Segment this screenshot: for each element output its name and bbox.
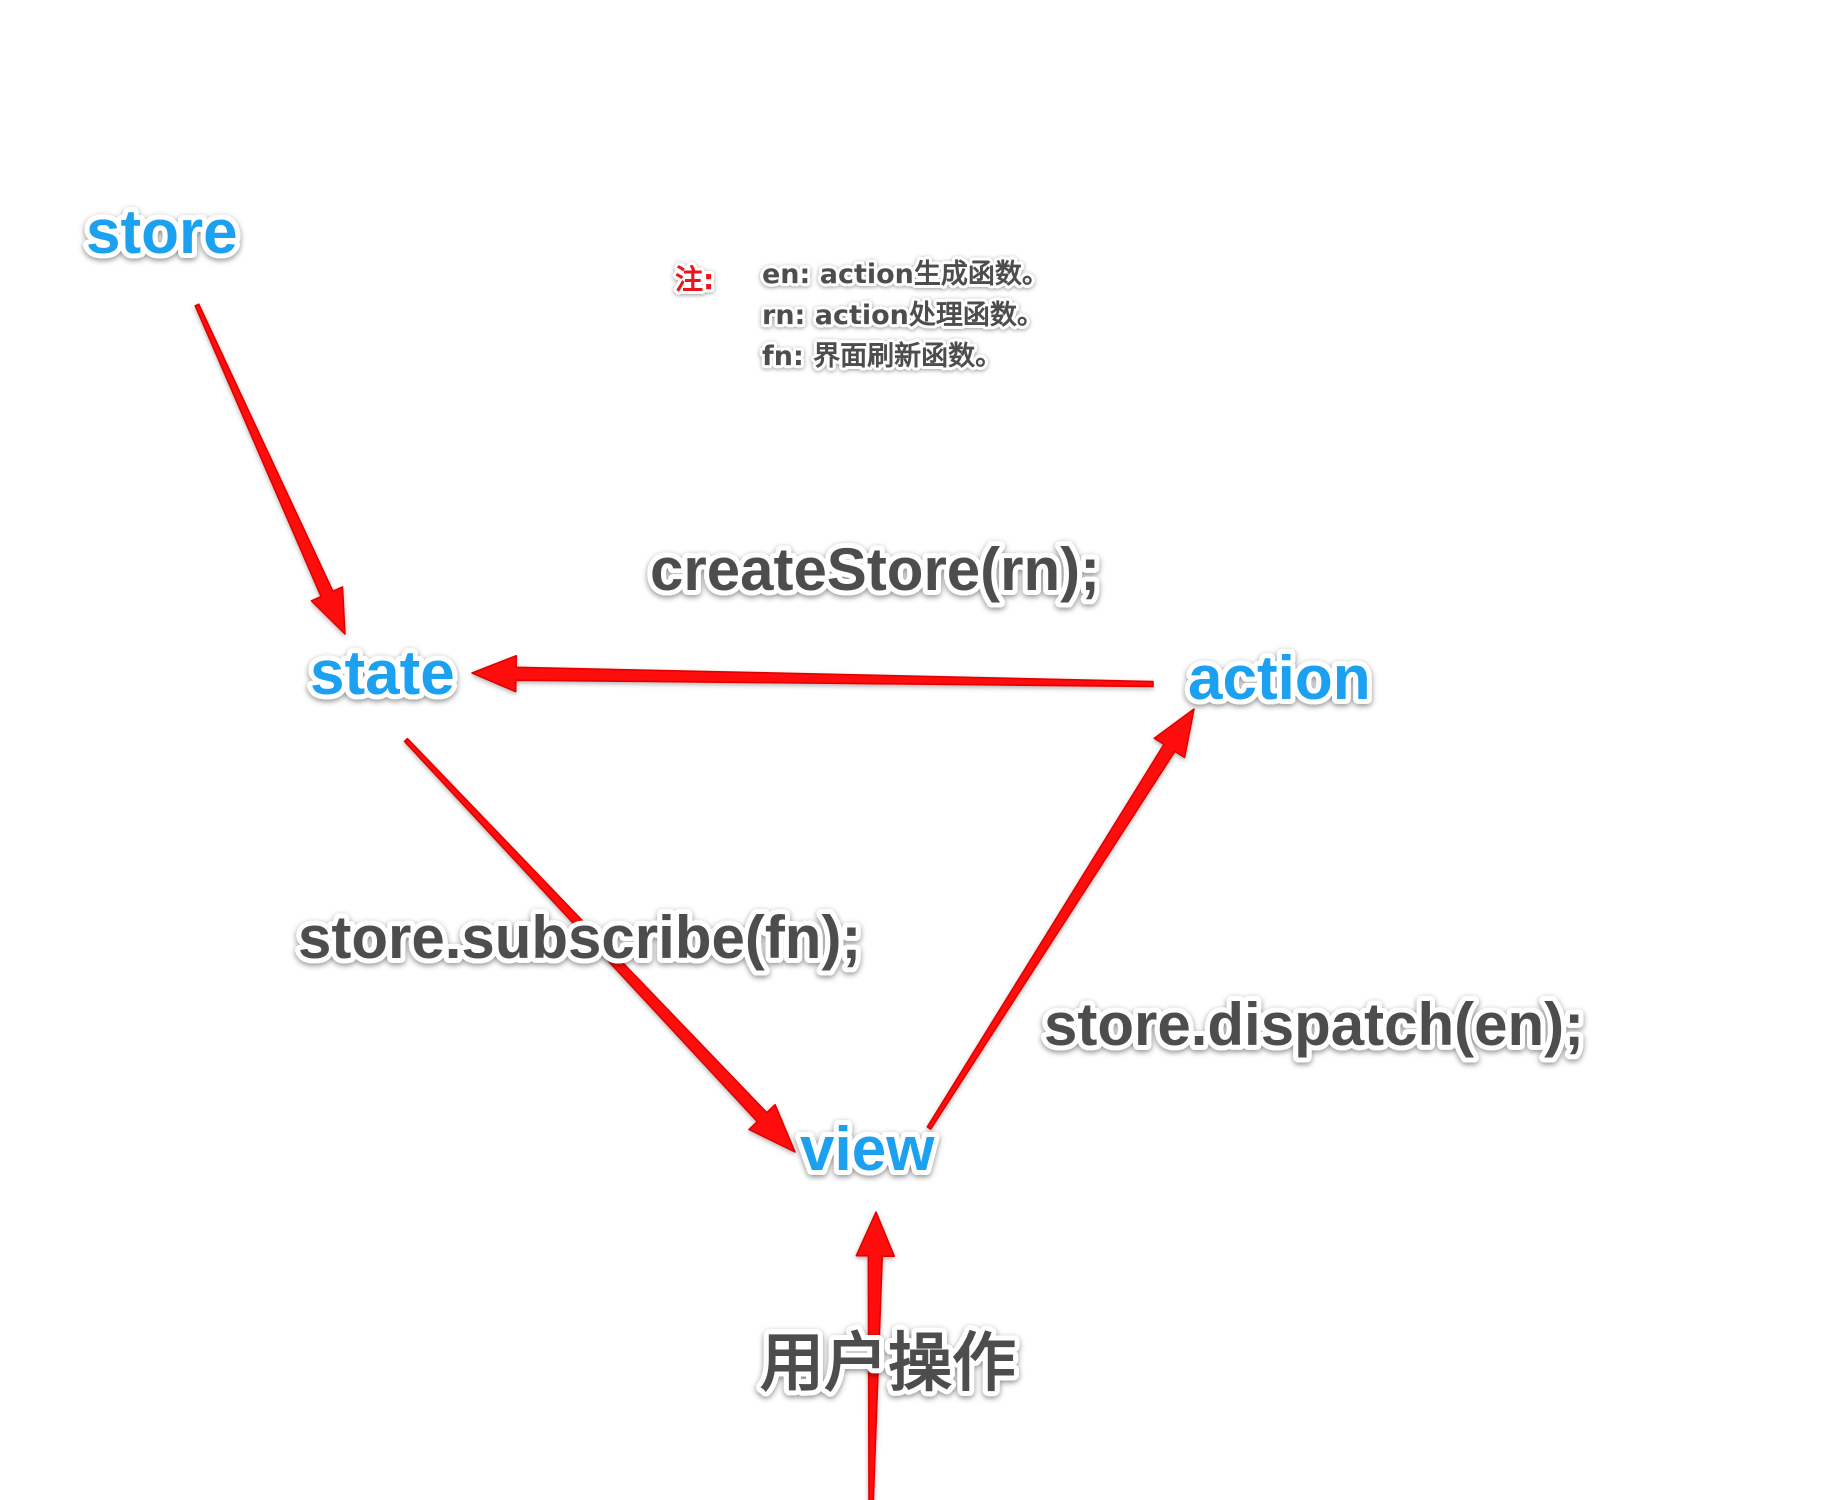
label-dispatch: store.dispatch(en); xyxy=(1044,991,1584,1058)
arrows-layer xyxy=(194,303,1195,1500)
note-line-fn: fn: 界面刷新函数。 xyxy=(762,340,1002,372)
arrow-view-to-action xyxy=(926,708,1195,1130)
arrow-action-to-state xyxy=(471,654,1154,693)
node-view: view xyxy=(800,1115,935,1184)
label-subscribe: store.subscribe(fn); xyxy=(298,904,861,971)
node-state: state xyxy=(310,639,455,708)
note-block: 注: en: action生成函数。 rn: action处理函数。 fn: 界… xyxy=(672,256,1052,375)
node-action: action xyxy=(1188,644,1371,713)
label-user-operation: 用户操作 xyxy=(760,1327,1016,1401)
label-create-store: createStore(rn); xyxy=(650,536,1100,603)
note-title: 注: xyxy=(675,263,714,296)
arrow-user-to-view xyxy=(855,1211,896,1500)
arrow-store-to-state xyxy=(194,303,346,635)
node-store: store xyxy=(86,198,238,267)
arrow-state-to-view xyxy=(403,737,796,1153)
note-line-rn: rn: action处理函数。 xyxy=(762,300,1044,331)
note-line-en: en: action生成函数。 xyxy=(762,259,1049,290)
